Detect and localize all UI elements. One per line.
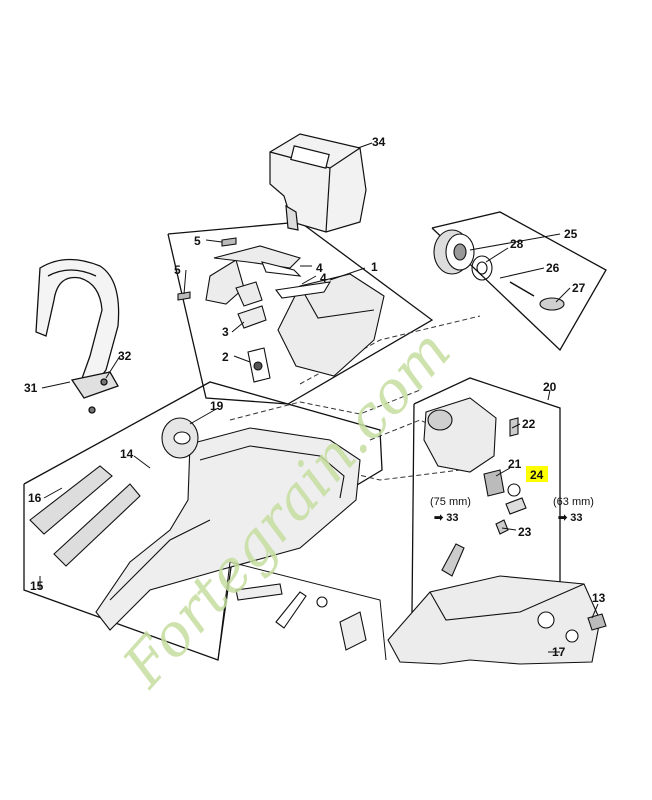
- engine-housing-part: [387, 575, 607, 665]
- sprocket-cover-parts: [433, 229, 565, 311]
- callout-4-upper: 4: [316, 261, 323, 275]
- highlight-24-box: [526, 466, 548, 482]
- callout-16: 16: [28, 491, 42, 505]
- brake-subframe: [217, 561, 387, 661]
- group-frame-25: [431, 211, 607, 352]
- callout-21: 21: [508, 457, 522, 471]
- front-handle-part: [35, 258, 120, 414]
- callout-1: 1: [371, 260, 378, 274]
- callout-3: 3: [222, 325, 229, 339]
- callout-27: 27: [572, 281, 586, 295]
- callout-23: 23: [518, 525, 532, 539]
- group-outlines: [23, 211, 607, 661]
- cover-assembly-parts: [177, 237, 385, 383]
- group-frame-20: [411, 377, 561, 613]
- callout-17: 17: [552, 645, 566, 659]
- crankcase-parts: [29, 417, 367, 651]
- callout-4-lower: 4: [320, 271, 327, 285]
- callout-5-left: 5: [174, 263, 181, 277]
- callout-5-top: 5: [194, 234, 201, 248]
- leader-lines: [39, 233, 599, 653]
- callout-28: 28: [510, 237, 524, 251]
- callout-15: 15: [30, 579, 44, 593]
- callout-31: 31: [24, 381, 38, 395]
- note-ref-33-right: ➡ 33: [558, 512, 583, 524]
- callout-26: 26: [546, 261, 560, 275]
- callout-14: 14: [120, 447, 134, 461]
- group-frame-1: [167, 221, 434, 405]
- note-75mm: (75 mm): [430, 496, 471, 508]
- callout-32: 32: [118, 349, 132, 363]
- callout-25: 25: [564, 227, 578, 241]
- callout-labels: 34 1 5 5 4 4 3 2 25 28 26 27 32 31 19 14…: [24, 135, 606, 659]
- dimension-notes: (75 mm) ➡ 33 (63 mm) ➡ 33: [430, 496, 594, 524]
- callout-20: 20: [543, 380, 557, 394]
- note-ref-33-left: ➡ 33: [434, 512, 459, 524]
- callout-13: 13: [592, 591, 606, 605]
- callout-34: 34: [372, 135, 386, 149]
- callout-19: 19: [210, 399, 224, 413]
- air-filter-parts: [423, 397, 527, 577]
- shroud-cover-part: [269, 133, 367, 233]
- note-63mm: (63 mm): [553, 496, 594, 508]
- callout-22: 22: [522, 417, 536, 431]
- callout-24-highlighted: 24: [530, 468, 544, 482]
- callout-2: 2: [222, 350, 229, 364]
